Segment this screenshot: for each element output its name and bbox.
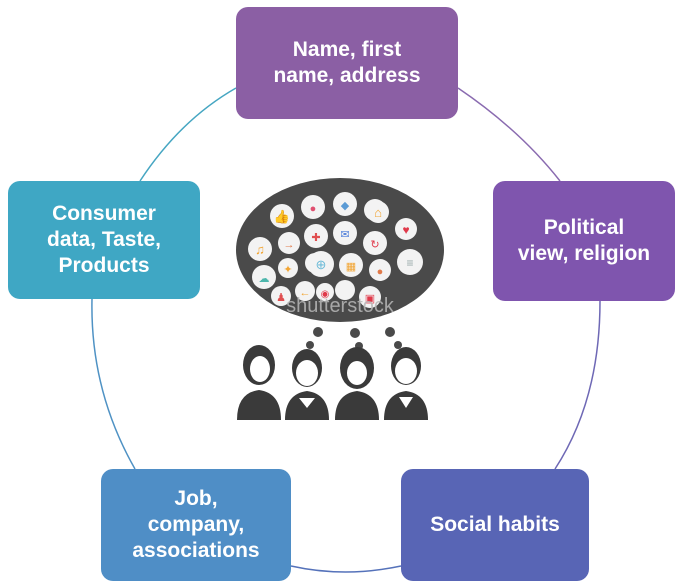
bubble-dot-4 (350, 328, 360, 338)
globe-symbol (308, 251, 334, 277)
svg-text:⊕: ⊕ (316, 257, 327, 272)
camera-icon (359, 286, 381, 308)
svg-text:→: → (284, 239, 295, 251)
person-small-icon (271, 286, 291, 306)
svg-text:←: ← (300, 287, 311, 299)
svg-text:▣: ▣ (365, 293, 375, 305)
node-personal-identity: Name, first name, address (236, 7, 458, 119)
person-4-icon (384, 347, 428, 420)
twitter-bird-icon (333, 192, 357, 216)
location-icon (369, 259, 391, 281)
node-political-religion: Political view, religion (493, 181, 675, 301)
svg-text:✦: ✦ (283, 264, 292, 276)
svg-text:♥: ♥ (402, 223, 409, 237)
svg-text:⌂: ⌂ (374, 205, 382, 220)
cloud-icon (252, 265, 276, 289)
svg-text:↻: ↻ (370, 239, 379, 251)
heart-icon (395, 218, 417, 240)
arc-bright-bleft (290, 565, 402, 573)
person-3-icon (335, 347, 379, 420)
svg-text:✉: ✉ (340, 229, 349, 241)
bubble-dot-7 (394, 341, 402, 349)
svg-text:✚: ✚ (311, 232, 320, 244)
bubble-dot-1 (313, 327, 323, 337)
svg-text:●: ● (377, 266, 384, 278)
person-2-icon (285, 349, 329, 420)
arc-bleft-left (91, 298, 136, 470)
svg-text:👍: 👍 (274, 209, 290, 224)
arrow-icon (278, 232, 300, 254)
back-arrow-icon (295, 281, 315, 301)
svg-text:☁: ☁ (259, 273, 270, 285)
icon-cluster: 👍 ● ◆ ■ ⌂ ♥ ♫ → ✚ ✉ ↻ ≡ ☁ ✦ ● ⊕ (248, 192, 423, 308)
svg-text:▦: ▦ (346, 261, 356, 273)
calendar-icon (339, 253, 363, 277)
refresh-icon (363, 231, 387, 255)
thumbs-up-icon (270, 204, 294, 228)
center-illustration: 👍 ● ◆ ■ ⌂ ♥ ♫ → ✚ ✉ ↻ ≡ ☁ ✦ ● ⊕ (236, 178, 444, 420)
home-symbol (367, 201, 389, 223)
watermark-text: shutterstock (286, 295, 395, 317)
document-icon (397, 249, 423, 275)
mail-icon (333, 221, 357, 245)
bubble-dot-2 (306, 341, 314, 349)
wifi-icon (316, 283, 334, 301)
svg-text:◉: ◉ (321, 289, 330, 300)
svg-text:≡: ≡ (406, 256, 413, 270)
node-job-company: Job, company, associations (101, 469, 291, 581)
arc-top-right (457, 87, 561, 182)
svg-text:♫: ♫ (255, 242, 265, 257)
node-consumer-data: Consumer data, Taste, Products (8, 181, 200, 299)
people-group (237, 345, 428, 420)
music-note-icon (248, 237, 272, 261)
svg-text:◆: ◆ (341, 200, 350, 212)
svg-text:♟: ♟ (276, 292, 286, 304)
svg-text:●: ● (310, 203, 317, 215)
arc-left-top (139, 87, 237, 182)
node-social-habits: Social habits (401, 469, 589, 581)
person-1-icon (237, 345, 281, 420)
arc-right-bright (554, 300, 601, 470)
pin-icon (304, 224, 328, 248)
clock-icon (335, 280, 355, 300)
bubble-dot-6 (385, 327, 395, 337)
chat-bubble-icon (301, 195, 325, 219)
lightbulb-icon (278, 258, 298, 278)
